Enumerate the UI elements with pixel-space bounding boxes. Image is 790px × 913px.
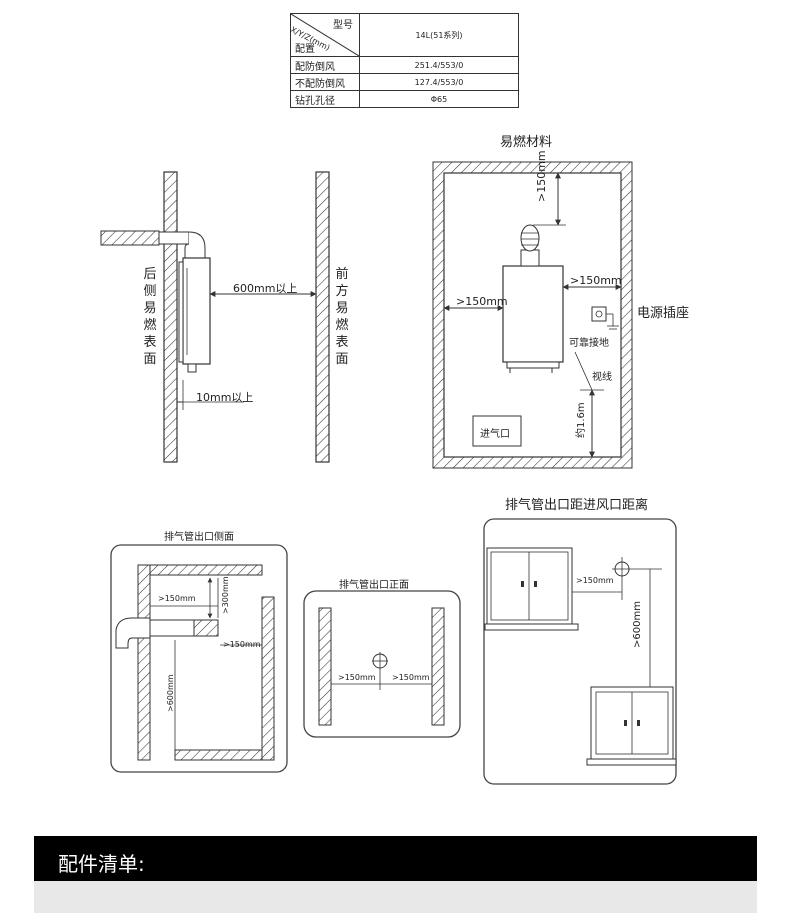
water-heater-front bbox=[502, 265, 564, 363]
side-view bbox=[100, 171, 330, 463]
char: 面 bbox=[143, 352, 157, 367]
power-socket bbox=[591, 306, 607, 322]
exhaust-inlet-d2: >600mm bbox=[632, 601, 643, 648]
exhaust-side-panel bbox=[110, 544, 288, 773]
exhaust-inlet-title: 排气管出口距进风口距离 bbox=[505, 498, 649, 513]
exhaust-side-d1: >150mm bbox=[158, 594, 196, 603]
char: 易 bbox=[143, 301, 157, 316]
sight-label: 视线 bbox=[592, 372, 612, 383]
table-row: 配防倒风 251.4/553/0 bbox=[290, 56, 519, 74]
front-wall bbox=[315, 171, 330, 463]
floor bbox=[174, 749, 263, 761]
char: 燃 bbox=[335, 318, 349, 333]
room-view bbox=[432, 161, 633, 469]
char: 侧 bbox=[143, 284, 157, 299]
char: 表 bbox=[335, 335, 349, 350]
exhaust-side-title: 排气管出口侧面 bbox=[164, 532, 234, 543]
diagonal-line bbox=[291, 14, 359, 56]
exhaust-front-left: >150mm bbox=[338, 673, 376, 682]
header-value: 14L(51系列) bbox=[359, 13, 519, 57]
installation-diagram bbox=[100, 161, 677, 785]
char: 燃 bbox=[143, 318, 157, 333]
table-row: 钻孔孔径 Φ65 bbox=[290, 90, 519, 108]
footer-bar bbox=[34, 836, 757, 881]
dist-front-label: 600mm以上 bbox=[233, 282, 298, 295]
height-label: 约1.6m bbox=[576, 402, 587, 438]
pipe-outlet bbox=[193, 619, 219, 637]
left-gap-label: >150mm bbox=[456, 295, 508, 308]
ceiling bbox=[149, 564, 263, 576]
exhaust-side-d2: >300mm bbox=[221, 576, 230, 614]
spec-table: 型号 X/Y/Z(mm) 配置 14L(51系列) 配防倒风 251.4/553… bbox=[289, 13, 519, 108]
exhaust-inlet-panel bbox=[483, 518, 677, 785]
flue-pipe-end bbox=[100, 230, 160, 246]
char: 表 bbox=[143, 335, 157, 350]
exhaust-front-right: >150mm bbox=[392, 673, 430, 682]
ground-label: 可靠接地 bbox=[569, 338, 609, 349]
rear-wall bbox=[163, 171, 178, 463]
wall-left bbox=[318, 607, 332, 726]
dist-rear-label: 10mm以上 bbox=[196, 391, 254, 404]
row-value: Φ65 bbox=[359, 90, 519, 108]
front-surface-label: 前 方 易 燃 表 面 bbox=[334, 266, 350, 368]
exhaust-side-d3: >150mm bbox=[223, 640, 261, 649]
wall-right bbox=[431, 607, 445, 726]
wall-left bbox=[137, 564, 151, 761]
char: 易 bbox=[335, 301, 349, 316]
socket-label: 电源插座 bbox=[637, 306, 690, 321]
exhaust-front-panel bbox=[303, 590, 461, 738]
exhaust-front-title: 排气管出口正面 bbox=[339, 580, 409, 591]
room-title: 易燃材料 bbox=[500, 135, 553, 150]
exhaust-inlet-d1: >150mm bbox=[576, 576, 614, 585]
char: 面 bbox=[335, 352, 349, 367]
rear-surface-label: 后 侧 易 燃 表 面 bbox=[142, 266, 158, 368]
air-inlet-label: 进气口 bbox=[480, 429, 510, 440]
header-config: 配置 bbox=[295, 44, 315, 55]
sight-line bbox=[574, 351, 593, 391]
air-inlet-box bbox=[472, 415, 522, 447]
footer-panel bbox=[34, 881, 757, 913]
top-gap-label: >150mm bbox=[535, 150, 548, 202]
header-model: 型号 bbox=[333, 20, 353, 31]
spec-header-cell: 型号 X/Y/Z(mm) 配置 bbox=[289, 13, 360, 57]
char: 后 bbox=[143, 267, 157, 282]
footer-title: 配件清单: bbox=[58, 852, 145, 876]
char: 前 bbox=[335, 267, 349, 282]
right-gap-label: >150mm bbox=[570, 274, 622, 287]
char: 方 bbox=[335, 284, 349, 299]
exhaust-side-d4: >600mm bbox=[166, 674, 175, 712]
wall-right bbox=[261, 596, 275, 761]
